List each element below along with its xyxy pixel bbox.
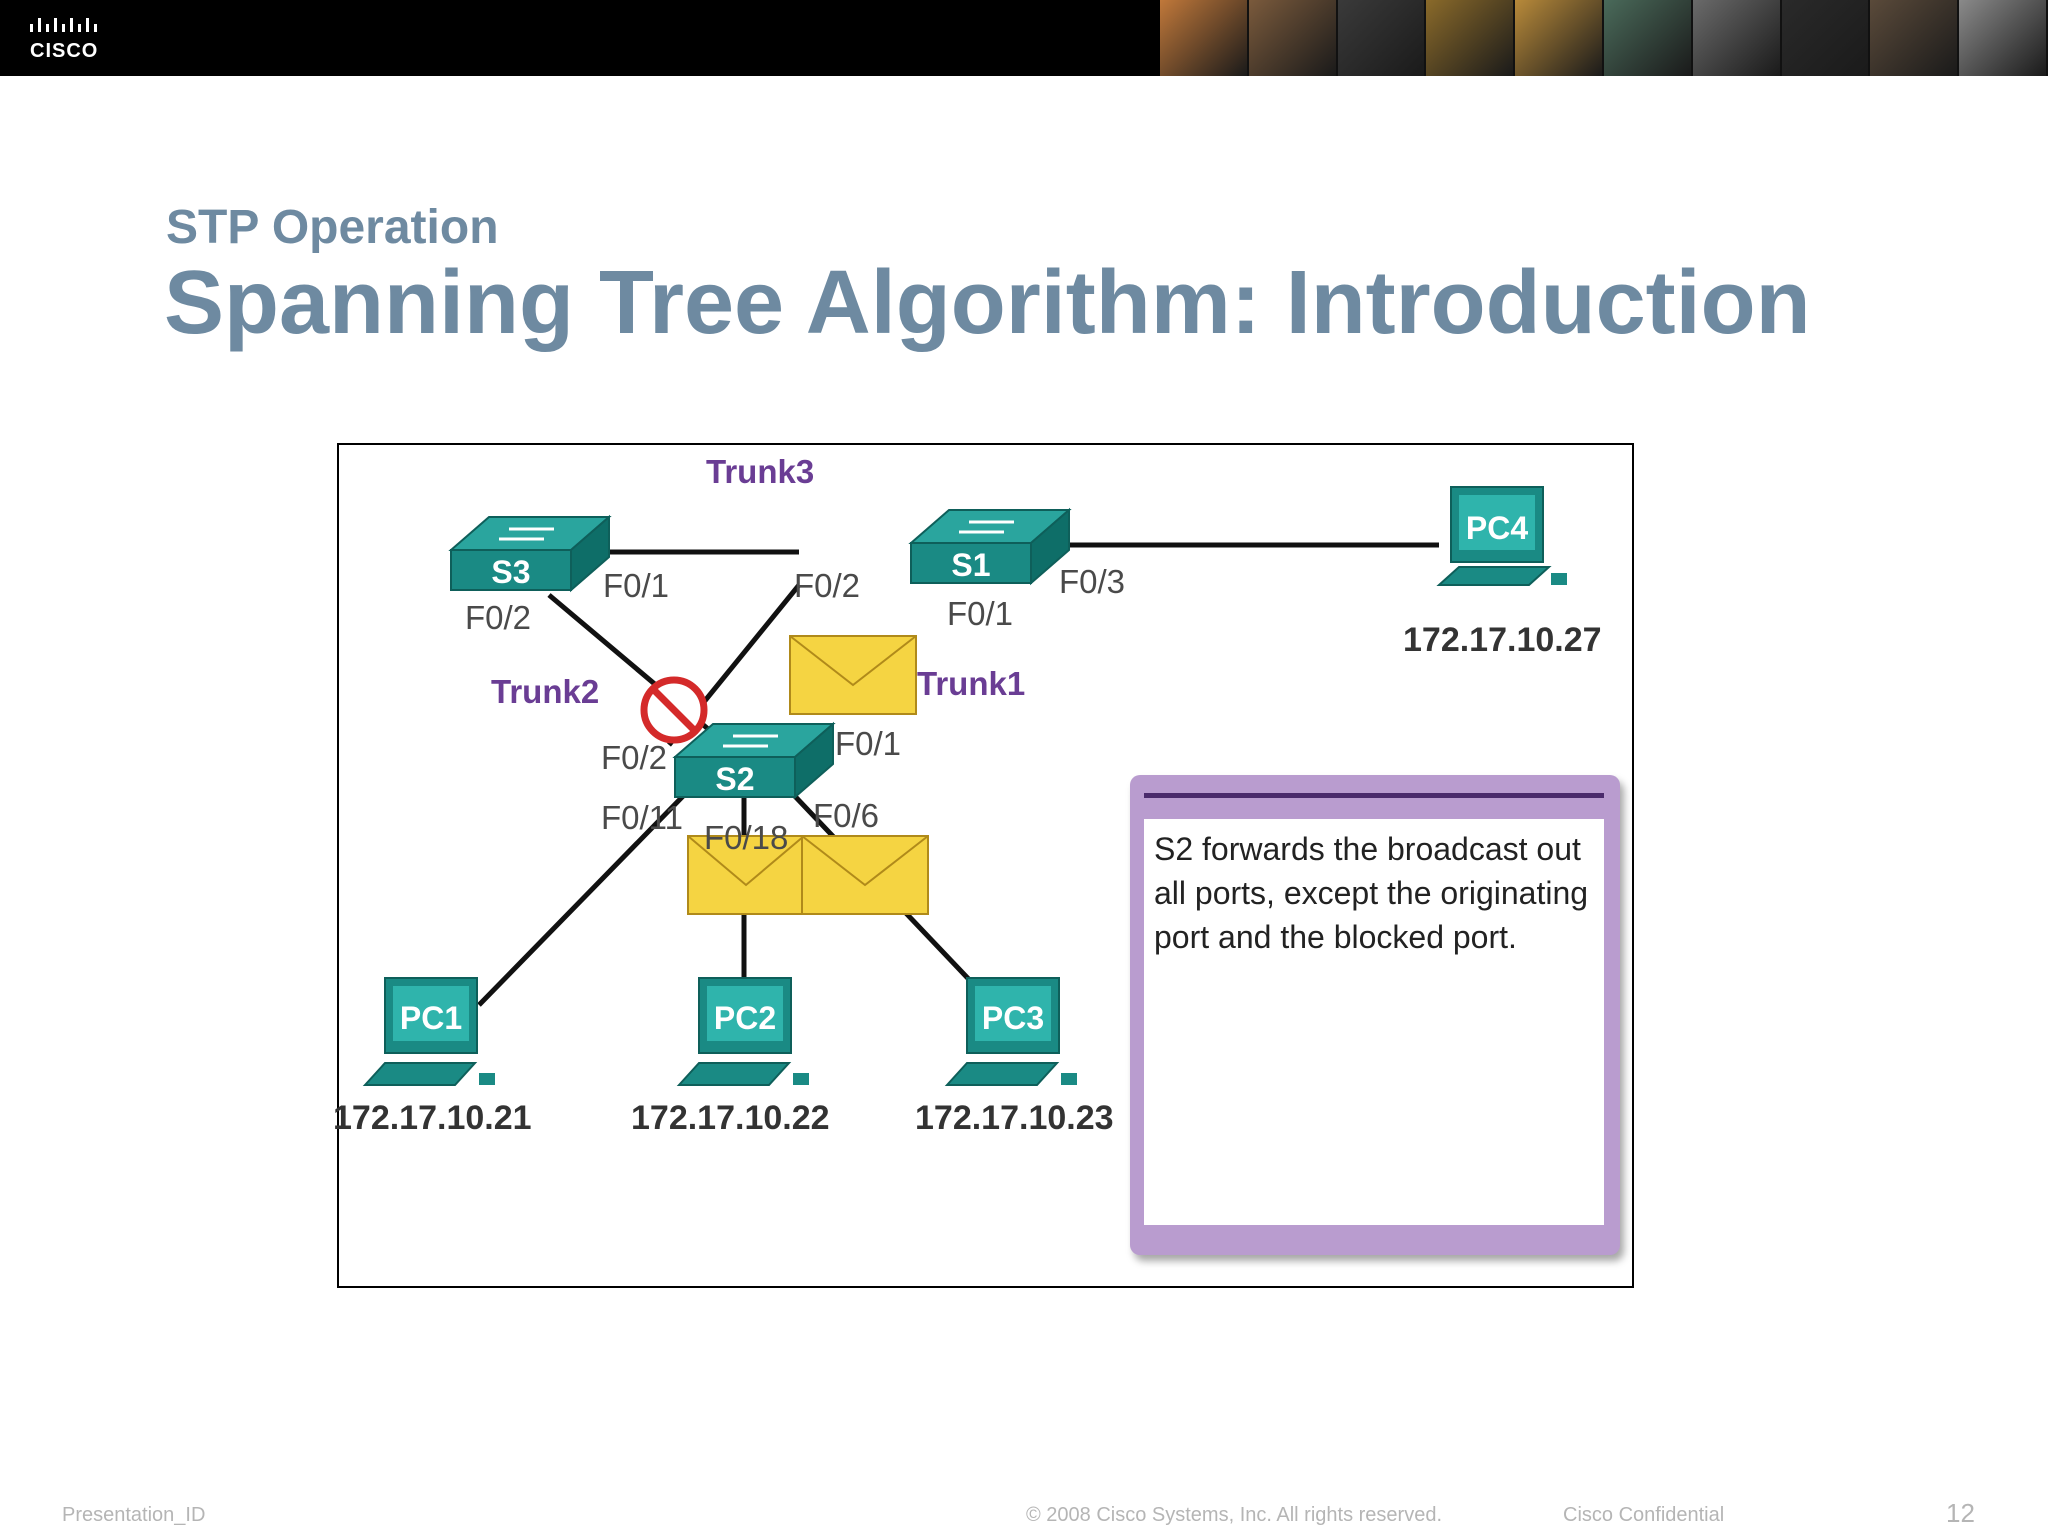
switch-s3[interactable]: S3 [448, 514, 612, 593]
trunk2-label: Trunk2 [491, 673, 600, 710]
switch-s1[interactable]: S1 [908, 507, 1072, 586]
port-s3-f01: F0/1 [603, 567, 670, 604]
port-s2-f06: F0/6 [813, 797, 880, 834]
header-photo [1692, 0, 1782, 76]
ip-pc4: 172.17.10.27 [1403, 621, 1602, 659]
logo-text: CISCO [30, 40, 99, 62]
port-s2-f01: F0/1 [835, 725, 902, 762]
section-subtitle: STP Operation [166, 201, 499, 254]
header-photo [1160, 0, 1249, 76]
ip-pc3: 172.17.10.23 [915, 1099, 1114, 1137]
footer-presentation-id: Presentation_ID [62, 1504, 206, 1526]
header-photo [1426, 0, 1516, 76]
callout-panel: S2 forwards the broadcast out all ports,… [1144, 819, 1604, 1225]
switch-s3-label: S3 [491, 554, 530, 590]
footer-confidential: Cisco Confidential [1563, 1504, 1725, 1526]
ip-pc2: 172.17.10.22 [631, 1099, 830, 1137]
pc4-label: PC4 [1466, 510, 1528, 546]
pc3-icon[interactable]: PC3 [944, 977, 1077, 1086]
pc1-icon[interactable]: PC1 [362, 977, 495, 1086]
header-photo [1337, 0, 1427, 76]
pc2-label: PC2 [714, 1000, 776, 1036]
pc2-icon[interactable]: PC2 [676, 977, 809, 1086]
callout-divider [1144, 793, 1604, 798]
pc1-label: PC1 [400, 1000, 462, 1036]
header-photo [1959, 0, 2048, 76]
broadcast-envelope-trunk1 [789, 635, 917, 715]
callout-text: S2 forwards the broadcast out all ports,… [1154, 831, 1589, 955]
port-s1-f03: F0/3 [1059, 563, 1126, 600]
footer-copyright: © 2008 Cisco Systems, Inc. All rights re… [1026, 1504, 1443, 1526]
broadcast-envelope-pc3 [801, 835, 929, 915]
header-photo [1603, 0, 1693, 76]
header-photo [1248, 0, 1338, 76]
page-number: 12 [1946, 1498, 1975, 1528]
port-s1-f02: F0/2 [794, 567, 861, 604]
port-s2-f018: F0/18 [704, 819, 789, 856]
switch-s2-label: S2 [715, 761, 754, 797]
explanation-callout: S2 forwards the broadcast out all ports,… [1130, 775, 1620, 1255]
blocked-port-icon [640, 676, 708, 744]
slide-title: Spanning Tree Algorithm: Introduction [164, 253, 1811, 353]
photo-strip [1160, 0, 2048, 76]
port-s3-f02: F0/2 [465, 599, 532, 636]
switch-s2[interactable]: S2 [672, 721, 836, 800]
header-photo [1781, 0, 1871, 76]
port-s2-f02: F0/2 [601, 739, 668, 776]
trunk1-label: Trunk1 [917, 665, 1026, 702]
pc3-label: PC3 [982, 1000, 1044, 1036]
trunk3-label: Trunk3 [706, 453, 815, 490]
diagram-canvas: S3 S1 S2 [362, 486, 1567, 1086]
pc4-icon[interactable]: PC4 [1436, 486, 1567, 586]
port-s2-f011: F0/11 [601, 799, 683, 836]
header-photo [1515, 0, 1604, 76]
header-photo [1870, 0, 1960, 76]
link-s2-pc1 [477, 788, 691, 1007]
header-bar: CISCO [0, 0, 2048, 76]
switch-s1-label: S1 [951, 547, 990, 583]
broadcast-envelope-pc2 [687, 835, 805, 915]
cisco-bars-icon [30, 18, 97, 32]
port-s1-f01: F0/1 [947, 595, 1014, 632]
cisco-logo: CISCO [28, 14, 118, 62]
ip-pc1: 172.17.10.21 [333, 1099, 532, 1137]
